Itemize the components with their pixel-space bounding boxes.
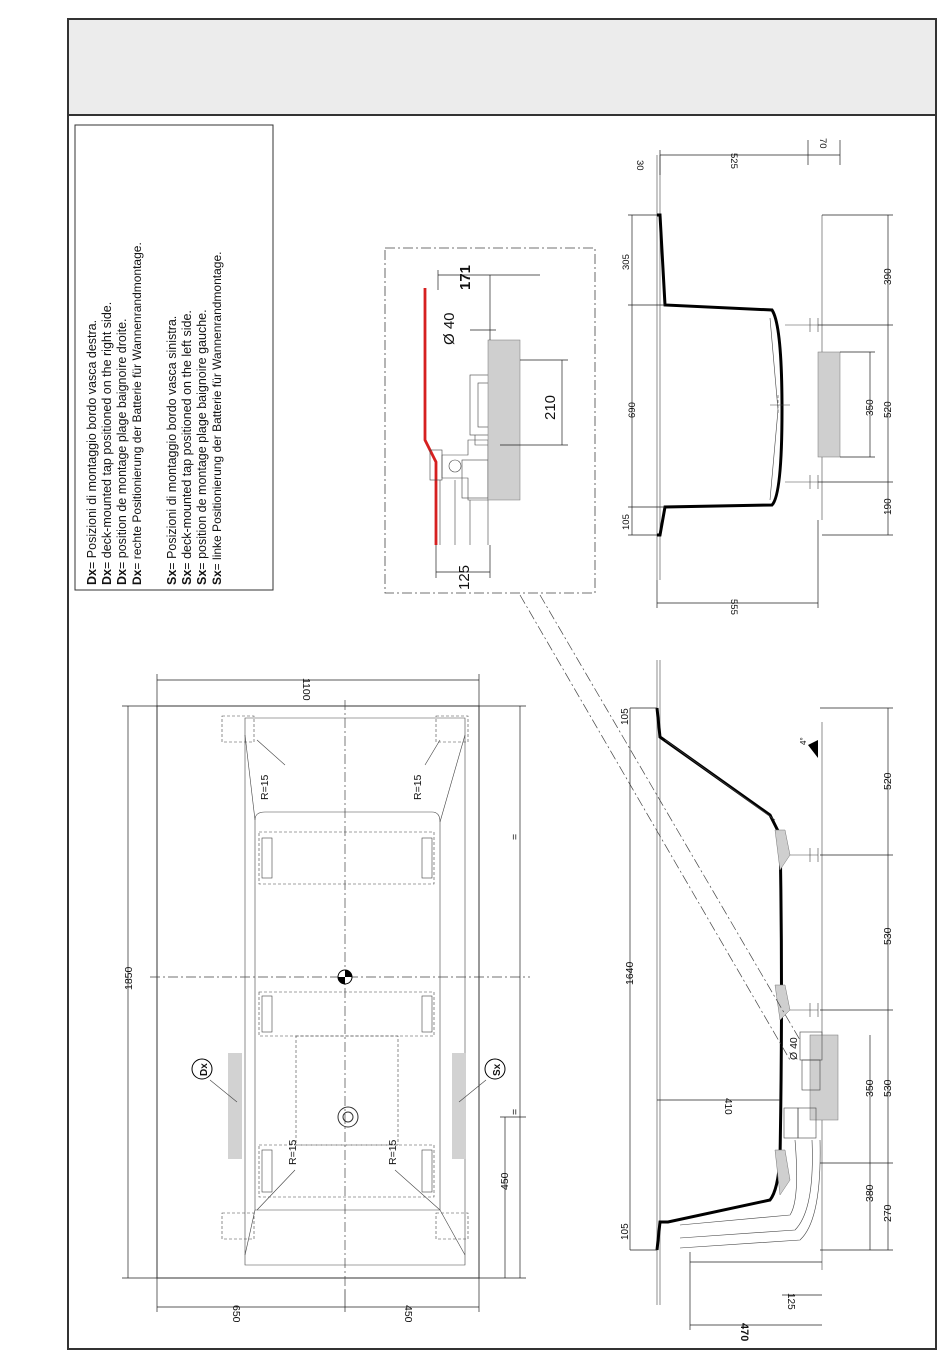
tap-marker-sx: Sx [484,1058,506,1080]
drawing-frame [67,18,937,1350]
dim-plan-450: 450 [402,1305,414,1323]
dim-end-690: 690 [627,402,638,418]
equal-mark-2: = [509,1109,521,1115]
dim-end-70: 70 [817,138,828,149]
dim-side-350: 350 [864,1079,876,1097]
dim-side-530a: 530 [882,927,894,945]
radius-label-1: R=15 [259,774,271,800]
dim-side-410: 410 [722,1098,733,1115]
side-view: 4° 1640 105 105 410 Ø 40 520 530 530 270… [519,594,894,1341]
dim-detail-171: 171 [457,265,474,290]
radius-label-2: R=15 [412,774,424,800]
slope-label: 4° [799,737,808,745]
svg-text:Dx: Dx [199,1063,210,1076]
legend-sx-line-2: Sx= deck-mounted tap positioned on the l… [180,310,194,585]
dim-side-rim-left: 105 [620,1223,631,1240]
dim-plan-650: 650 [230,1305,242,1323]
end-view: 30 525 70 555 305 690 105 390 520 190 [621,138,894,615]
dim-detail-210: 210 [542,395,559,420]
radius-label-4: R=15 [387,1139,399,1165]
center-mark-icon [337,969,353,985]
detail-view: 171 Ø 40 210 125 [384,247,596,594]
dim-end-305: 305 [621,254,632,270]
dim-end-350: 350 [865,399,876,416]
dim-plan-width: 1100 [300,678,312,701]
legend-dx-line-1: Dx= Posizioni di montaggio bordo vasca d… [85,320,99,585]
legend-dx-line-3: Dx= position de montage plage baignoire … [115,318,129,585]
title-block [69,20,935,116]
dim-side-470: 470 [738,1323,750,1341]
dim-end-525: 525 [728,153,739,169]
dim-end-105: 105 [621,514,632,530]
dim-end-30: 30 [634,160,645,171]
drain-icon [337,1106,359,1128]
plan-view: R=15 R=15 R=15 R=15 Dx Sx [122,674,530,1323]
dim-side-length: 1640 [624,961,636,985]
dim-end-390: 390 [883,268,894,285]
legend-sx-line-3: Sx= position de montage plage baignoire … [195,309,209,585]
equal-mark-1: = [509,834,521,840]
tap-marker-dx: Dx [191,1058,213,1080]
legend-dx-line-2: Dx= deck-mounted tap positioned on the r… [100,302,114,585]
radius-label-3: R=15 [287,1139,299,1165]
dim-side-530b: 530 [882,1079,894,1097]
dim-end-555: 555 [728,599,739,615]
dim-end-520: 520 [883,401,894,418]
dim-side-270: 270 [882,1204,894,1222]
dim-side-125: 125 [785,1293,796,1310]
legend-sx-line-1: Sx= Posizioni di montaggio bordo vasca s… [165,316,179,585]
detail-diameter: Ø 40 [441,312,458,345]
dim-side-520: 520 [882,772,894,790]
dim-side-380: 380 [864,1184,876,1202]
dim-plan-length: 1850 [123,966,135,990]
legend-box: Dx= Posizioni di montaggio bordo vasca d… [74,124,274,591]
legend-dx-line-4: Dx= rechte Positionierung der Batterie f… [130,242,144,585]
dim-plan-drain-450: 450 [499,1172,511,1190]
svg-text:Sx: Sx [492,1063,503,1076]
dim-detail-125: 125 [456,565,473,590]
legend-sx-line-4: Sx= linke Positionierung der Batterie fü… [210,252,224,585]
dim-side-rim-right: 105 [620,708,631,725]
dim-end-190: 190 [883,498,894,515]
side-diameter: Ø 40 [788,1037,800,1060]
